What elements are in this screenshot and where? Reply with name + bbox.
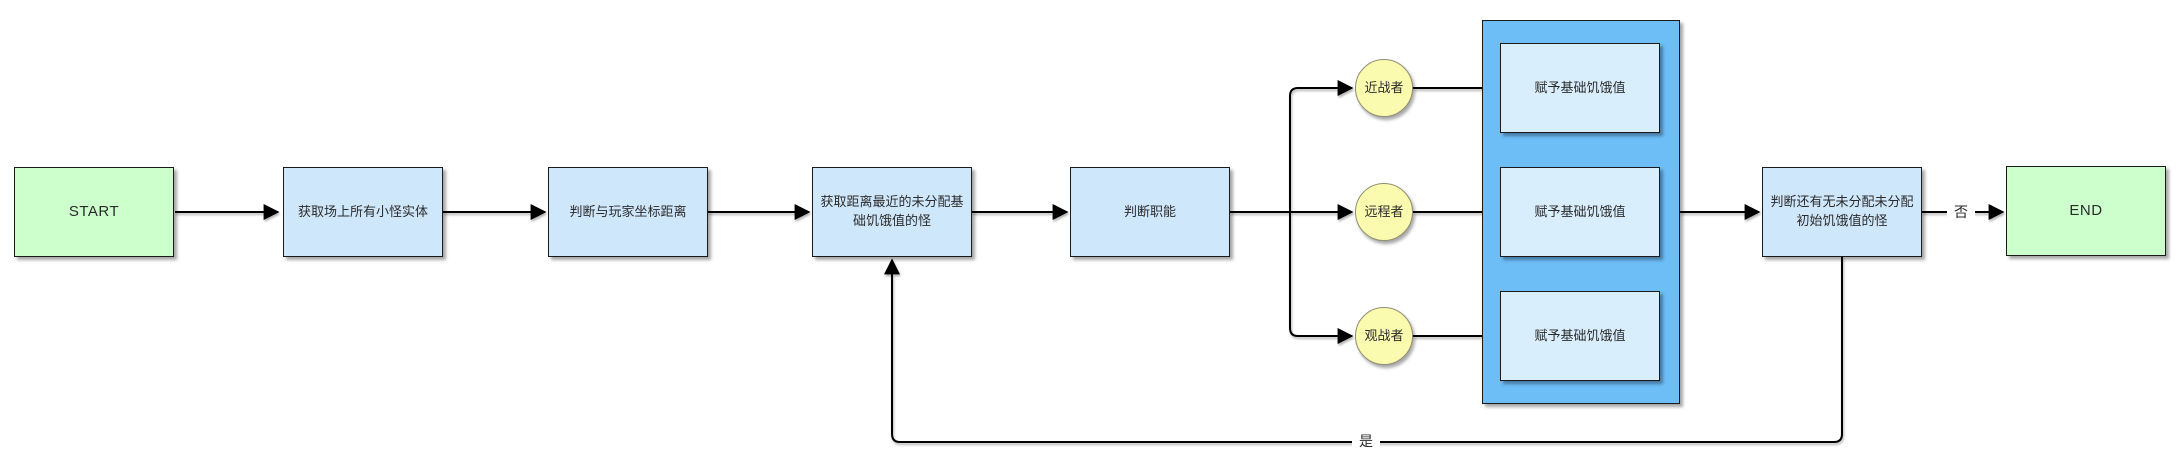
node-melee-label: 近战者 — [1364, 79, 1404, 95]
edge-label-no: 否 — [1947, 201, 1975, 223]
node-end-label: END — [2069, 202, 2103, 220]
node-start-label: START — [68, 203, 120, 221]
node-assign-ranged-label: 赋予基础饥饿值 — [1534, 203, 1626, 219]
node-judge-role[interactable]: 判断职能 — [1070, 167, 1230, 257]
node-get-nearest-label: 获取距离最近的未分配基础饥饿值的怪 — [820, 194, 964, 228]
node-assign-melee-label: 赋予基础饥饿值 — [1534, 79, 1626, 95]
node-judge-remaining-label: 判断还有无未分配未分配初始饥饿值的怪 — [1770, 194, 1914, 228]
node-get-monsters-label: 获取场上所有小怪实体 — [297, 203, 428, 219]
node-get-nearest[interactable]: 获取距离最近的未分配基础饥饿值的怪 — [812, 167, 972, 257]
node-get-monsters[interactable]: 获取场上所有小怪实体 — [283, 167, 443, 257]
node-assign-ranged[interactable]: 赋予基础饥饿值 — [1500, 167, 1660, 257]
node-judge-remaining[interactable]: 判断还有无未分配未分配初始饥饿值的怪 — [1762, 167, 1922, 257]
node-ranged-label: 远程者 — [1364, 203, 1404, 219]
node-judge-distance-label: 判断与玩家坐标距离 — [569, 203, 687, 219]
node-assign-spectator[interactable]: 赋予基础饥饿值 — [1500, 291, 1660, 381]
node-judge-distance[interactable]: 判断与玩家坐标距离 — [548, 167, 708, 257]
node-assign-melee[interactable]: 赋予基础饥饿值 — [1500, 43, 1660, 133]
node-ranged[interactable]: 远程者 — [1355, 183, 1413, 241]
node-melee[interactable]: 近战者 — [1355, 59, 1413, 117]
node-spectator[interactable]: 观战者 — [1355, 307, 1413, 365]
node-start[interactable]: START — [14, 167, 174, 257]
node-spectator-label: 观战者 — [1364, 327, 1404, 343]
node-end[interactable]: END — [2006, 166, 2166, 256]
node-judge-role-label: 判断职能 — [1123, 203, 1176, 219]
node-assign-spectator-label: 赋予基础饥饿值 — [1534, 327, 1626, 343]
edge-label-yes: 是 — [1352, 430, 1380, 452]
edge-judge-role-to-spectator — [1289, 212, 1354, 344]
edge-judge-role-to-melee — [1289, 80, 1354, 212]
